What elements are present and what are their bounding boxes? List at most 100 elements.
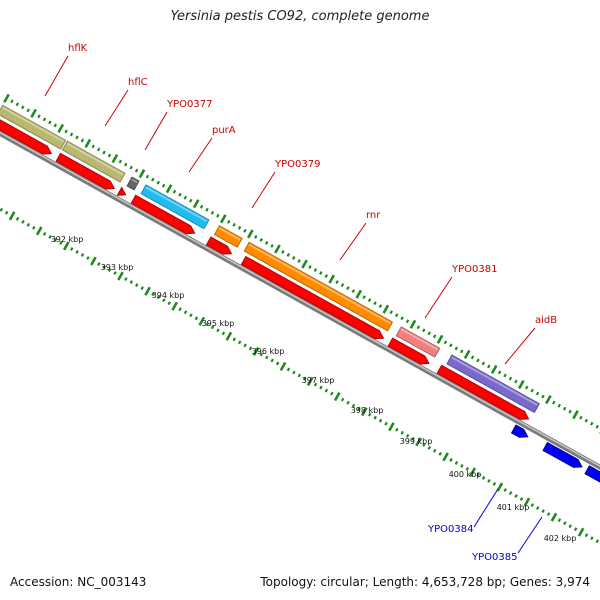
outer-tick xyxy=(42,117,47,122)
inner-tick xyxy=(476,473,480,477)
inner-tick xyxy=(568,524,572,529)
inner-tick xyxy=(198,316,206,326)
outer-tick xyxy=(247,229,254,239)
outer-tick xyxy=(545,395,552,405)
leader-ypo0384 xyxy=(473,488,499,528)
outer-tick xyxy=(394,313,399,318)
inner-tick xyxy=(162,298,166,303)
inner-tick xyxy=(265,355,269,360)
outer-tick xyxy=(237,225,242,230)
inner-tick xyxy=(0,207,4,212)
outer-tick xyxy=(463,349,471,359)
inner-tick xyxy=(26,222,31,227)
outer-tick xyxy=(346,286,350,291)
kbp-label: 394 kbp xyxy=(152,291,185,300)
gene-bar-pura xyxy=(140,184,210,230)
inner-tick xyxy=(167,301,171,306)
outer-tick xyxy=(281,250,285,254)
inner-tick xyxy=(252,346,260,356)
inner-tick xyxy=(32,225,36,230)
kbp-label: 393 kbp xyxy=(101,263,134,272)
figure-title: Yersinia pestis CO92, complete genome xyxy=(170,9,430,24)
inner-tick xyxy=(102,265,106,269)
outer-tick xyxy=(590,421,594,426)
leader-ypo0381 xyxy=(424,276,453,319)
outer-tick xyxy=(226,219,231,224)
outer-tick xyxy=(405,319,410,324)
kbp-label: 396 kbp xyxy=(252,347,285,356)
gene-bar-ypo0379 xyxy=(213,225,243,248)
cds-arrow-5 xyxy=(240,255,385,340)
inner-tick xyxy=(210,325,215,330)
gene-label-hflk: hflK xyxy=(68,43,88,54)
outer-tick xyxy=(165,184,173,194)
gene-label-pura: purA xyxy=(212,125,236,136)
leader-pura xyxy=(188,137,213,173)
outer-tick xyxy=(123,162,128,167)
inner-tick xyxy=(4,210,9,215)
outer-tick xyxy=(422,328,426,333)
inner-tick xyxy=(259,352,264,357)
outer-tick xyxy=(459,349,464,354)
outer-tick xyxy=(517,379,525,390)
inner-tick xyxy=(62,241,70,251)
outer-tick xyxy=(178,192,182,197)
outer-tick xyxy=(389,310,393,315)
backbone-highlight xyxy=(0,131,600,468)
inner-tick xyxy=(433,448,437,453)
inner-tick xyxy=(319,385,323,390)
gene-bar-hflc-highlight xyxy=(66,142,124,176)
inner-tick xyxy=(508,491,513,495)
outer-tick xyxy=(243,228,247,233)
inner-tick xyxy=(117,271,124,281)
outer-tick xyxy=(373,301,377,306)
cds-arrow-0 xyxy=(0,119,53,155)
outer-tick xyxy=(443,340,448,345)
outer-tick xyxy=(69,132,74,137)
inner-tick xyxy=(427,445,432,450)
outer-tick xyxy=(351,289,356,294)
cds-arrow-3 xyxy=(130,194,196,235)
inner-tick xyxy=(156,295,161,300)
outer-tick xyxy=(84,138,92,149)
outer-tick xyxy=(134,168,139,173)
outer-tick xyxy=(572,410,579,420)
outer-tick xyxy=(129,165,133,170)
kbp-label: 401 kbp xyxy=(497,503,530,512)
leader-ypo0379 xyxy=(251,171,276,209)
outer-tick xyxy=(470,355,475,360)
outer-tick xyxy=(172,189,177,194)
outer-tick xyxy=(335,280,339,285)
cds-arrow-1 xyxy=(55,152,116,190)
inner-tick xyxy=(557,518,562,523)
outer-tick xyxy=(514,379,518,384)
outer-tick xyxy=(15,102,20,107)
inner-tick xyxy=(577,527,585,537)
outer-tick xyxy=(216,213,220,218)
inner-tick xyxy=(361,407,368,417)
gene-bar-aidb xyxy=(446,354,540,414)
inner-tick xyxy=(422,442,426,447)
outer-tick xyxy=(427,331,431,336)
inner-tick xyxy=(351,403,356,408)
inner-tick xyxy=(481,476,486,480)
outer-tick xyxy=(481,361,486,366)
backbone-line xyxy=(0,130,600,471)
outer-tick xyxy=(291,256,296,260)
reverse-cds-arrow-1 xyxy=(542,441,583,468)
leader-ypo0385 xyxy=(517,516,543,554)
gene-bar-ypo0377 xyxy=(126,176,140,191)
outer-tick xyxy=(57,123,65,133)
inner-tick-track xyxy=(0,207,600,544)
inner-tick xyxy=(216,328,220,333)
inner-tick xyxy=(395,427,399,432)
outer-tick xyxy=(254,234,258,239)
outer-tick xyxy=(524,385,529,390)
inner-tick xyxy=(449,457,453,462)
inner-tick xyxy=(140,286,144,291)
inner-tick xyxy=(86,256,90,260)
outer-tick xyxy=(454,346,459,351)
outer-tick xyxy=(584,418,589,423)
gene-bar-ypo0381 xyxy=(395,326,441,358)
